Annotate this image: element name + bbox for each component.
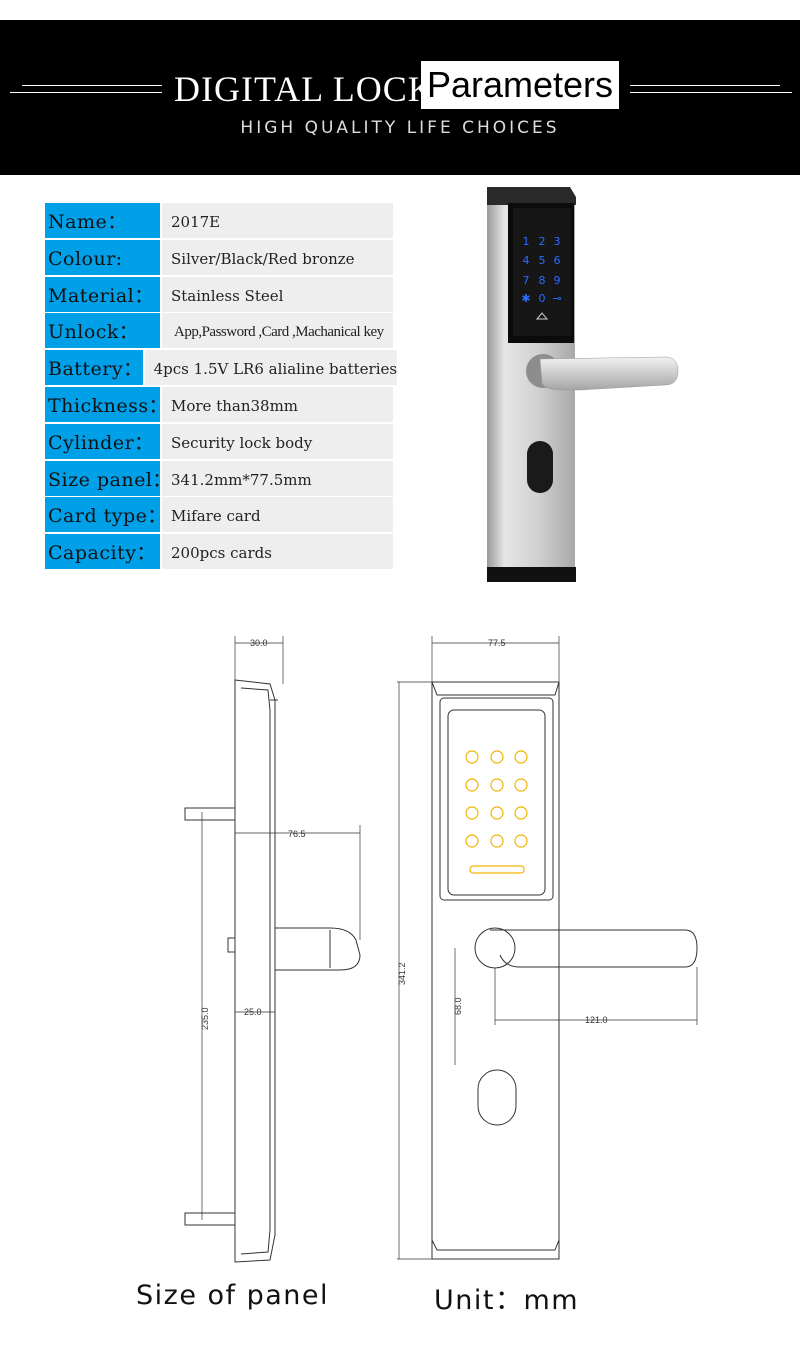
dim-side-handle: 76.5 — [288, 829, 306, 839]
spec-value: Stainless Steel — [162, 276, 393, 312]
spec-label: Size panel： — [45, 460, 171, 496]
table-row: Size panel：341.2mm*77.5mm — [45, 460, 393, 496]
keypad-key: 9 — [554, 274, 561, 287]
dim-front-height: 341.2 — [397, 962, 407, 985]
spec-label: Colour: — [45, 239, 160, 275]
spec-value: Silver/Black/Red bronze — [162, 239, 393, 275]
keypad-key: 4 — [523, 254, 530, 267]
divider — [10, 92, 162, 93]
keypad-key: 8 — [539, 274, 546, 287]
keypad-key: 3 — [554, 235, 561, 248]
keypad-outline — [465, 750, 528, 874]
divider — [630, 92, 792, 93]
side-view: 30.0 76.5 235.0 25.0 — [184, 636, 361, 1263]
spec-value: Mifare card — [162, 497, 393, 533]
spec-value: Security lock body — [162, 423, 393, 459]
header-banner — [0, 20, 800, 175]
table-row: Unlock：App,Password ,Card ,Machanical ke… — [45, 313, 393, 349]
table-row: Material：Stainless Steel — [45, 276, 393, 312]
table-row: Name：2017E — [45, 203, 393, 238]
divider — [22, 85, 162, 86]
lever-handle — [539, 356, 679, 391]
keypad-key: 0 — [539, 292, 546, 305]
keypad-key: 7 — [523, 274, 530, 287]
spec-value: 2017E — [162, 203, 393, 238]
card-reader-icon — [535, 312, 549, 320]
table-row: Card type：Mifare card — [45, 497, 393, 533]
spec-label: Name： — [45, 203, 160, 238]
dim-side-offset: 25.0 — [244, 1007, 262, 1017]
spec-label: Capacity： — [45, 534, 160, 570]
dim-handle-drop: 68.0 — [453, 997, 463, 1015]
spec-label: Unlock： — [45, 313, 160, 349]
spec-label: Thickness： — [45, 386, 168, 422]
technical-drawing: 30.0 76.5 235.0 25.0 — [184, 636, 698, 1263]
dim-side-height: 235.0 — [200, 1007, 210, 1030]
spec-table: Name：2017E Colour:Silver/Black/Red bronz… — [45, 203, 398, 571]
spec-label: Battery： — [45, 350, 143, 386]
table-row: Battery：4pcs 1.5V LR6 alialine batteries — [45, 350, 398, 386]
keypad-key: ⊸ — [552, 292, 561, 305]
spec-value: 341.2mm*77.5mm — [162, 460, 393, 496]
dim-side-thickness: 30.0 — [250, 638, 268, 648]
caption-unit: Unit：mm — [434, 1285, 580, 1316]
table-row: Thickness：More than38mm — [45, 386, 393, 422]
keypad-key: 6 — [554, 254, 561, 267]
table-row: Cylinder：Security lock body — [45, 423, 393, 459]
spec-value: App,Password ,Card ,Machanical key — [162, 313, 393, 349]
lock-product-photo: 1 2 3 4 5 6 7 8 9 ✱ 0 ⊸ — [487, 187, 679, 582]
divider — [630, 85, 780, 86]
front-view: 77.5 341.2 68.0 121.0 — [397, 636, 698, 1260]
spec-value: 200pcs cards — [162, 534, 393, 570]
spec-label: Cylinder： — [45, 423, 160, 459]
dim-handle-length: 121.0 — [585, 1015, 608, 1025]
spec-value: 4pcs 1.5V LR6 alialine batteries — [144, 350, 398, 386]
spec-value: More than38mm — [162, 386, 393, 422]
spec-label: Material： — [45, 276, 160, 312]
subtitle: HIGH QUALITY LIFE CHOICES — [240, 118, 560, 138]
table-row: Colour:Silver/Black/Red bronze — [45, 239, 393, 275]
keypad-key: 5 — [539, 254, 546, 267]
keypad-key: 2 — [539, 235, 546, 248]
caption-size-of-panel: Size of panel — [136, 1280, 330, 1311]
keypad-key: ✱ — [521, 292, 530, 305]
keypad-key: 1 — [523, 235, 530, 248]
title-digital-lock: DIGITAL LOCK — [174, 69, 435, 109]
key-cover — [527, 441, 553, 493]
dim-front-width: 77.5 — [488, 638, 506, 648]
spec-label: Card type： — [45, 497, 166, 533]
title-parameters: Parameters — [421, 61, 619, 109]
table-row: Capacity：200pcs cards — [45, 534, 393, 570]
